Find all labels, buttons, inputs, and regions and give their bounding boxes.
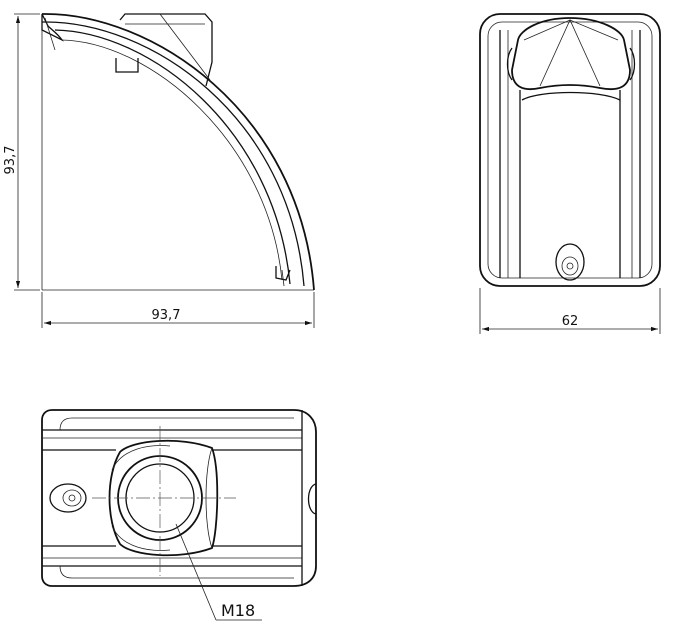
front-boss — [511, 17, 631, 91]
front-screw-outer — [555, 243, 585, 281]
thread-callout-label: M18 — [221, 601, 255, 620]
front-boss-right-ear — [629, 47, 636, 81]
front-view-inner-outline — [487, 21, 653, 279]
thread-leader — [175, 523, 217, 621]
side-view-tip — [41, 13, 64, 42]
top-screw-center — [68, 494, 76, 502]
side-width-label: 93,7 — [152, 308, 181, 323]
side-view-boss — [119, 13, 213, 87]
front-boss-top-facet — [523, 19, 619, 41]
side-view: 93,7 93,7 — [3, 13, 315, 328]
top-view-outline — [41, 409, 317, 587]
front-boss-left-ear — [506, 47, 513, 81]
side-view-tip-line — [44, 17, 56, 51]
front-screw-center — [566, 262, 574, 270]
front-boss-facets — [539, 19, 601, 87]
front-screw-inner — [561, 256, 579, 276]
top-screw-outer — [49, 483, 87, 513]
front-view-outline — [479, 13, 661, 287]
side-view-inner-arc-2 — [61, 39, 283, 281]
front-width-label: 62 — [562, 314, 579, 329]
top-view-inner-bottom — [59, 565, 294, 579]
front-boss-lower-edge — [521, 91, 621, 101]
top-right-bump — [307, 483, 317, 515]
top-view-inner-top — [59, 417, 294, 431]
side-view-inner-arc — [54, 29, 291, 285]
top-screw-inner — [62, 489, 82, 507]
side-view-outer-arc — [41, 13, 315, 291]
front-view: 62 — [479, 13, 661, 334]
side-view-foot-line — [281, 269, 285, 287]
side-view-outer-arc-2 — [41, 21, 305, 287]
side-view-foot — [275, 266, 291, 281]
side-height-label: 93,7 — [3, 146, 18, 175]
side-view-bracket — [115, 58, 139, 73]
side-view-boss-edge — [159, 13, 211, 81]
top-boss-facet-2 — [111, 525, 171, 551]
top-view: M18 — [41, 409, 317, 621]
top-boss-facet-1 — [111, 445, 171, 471]
